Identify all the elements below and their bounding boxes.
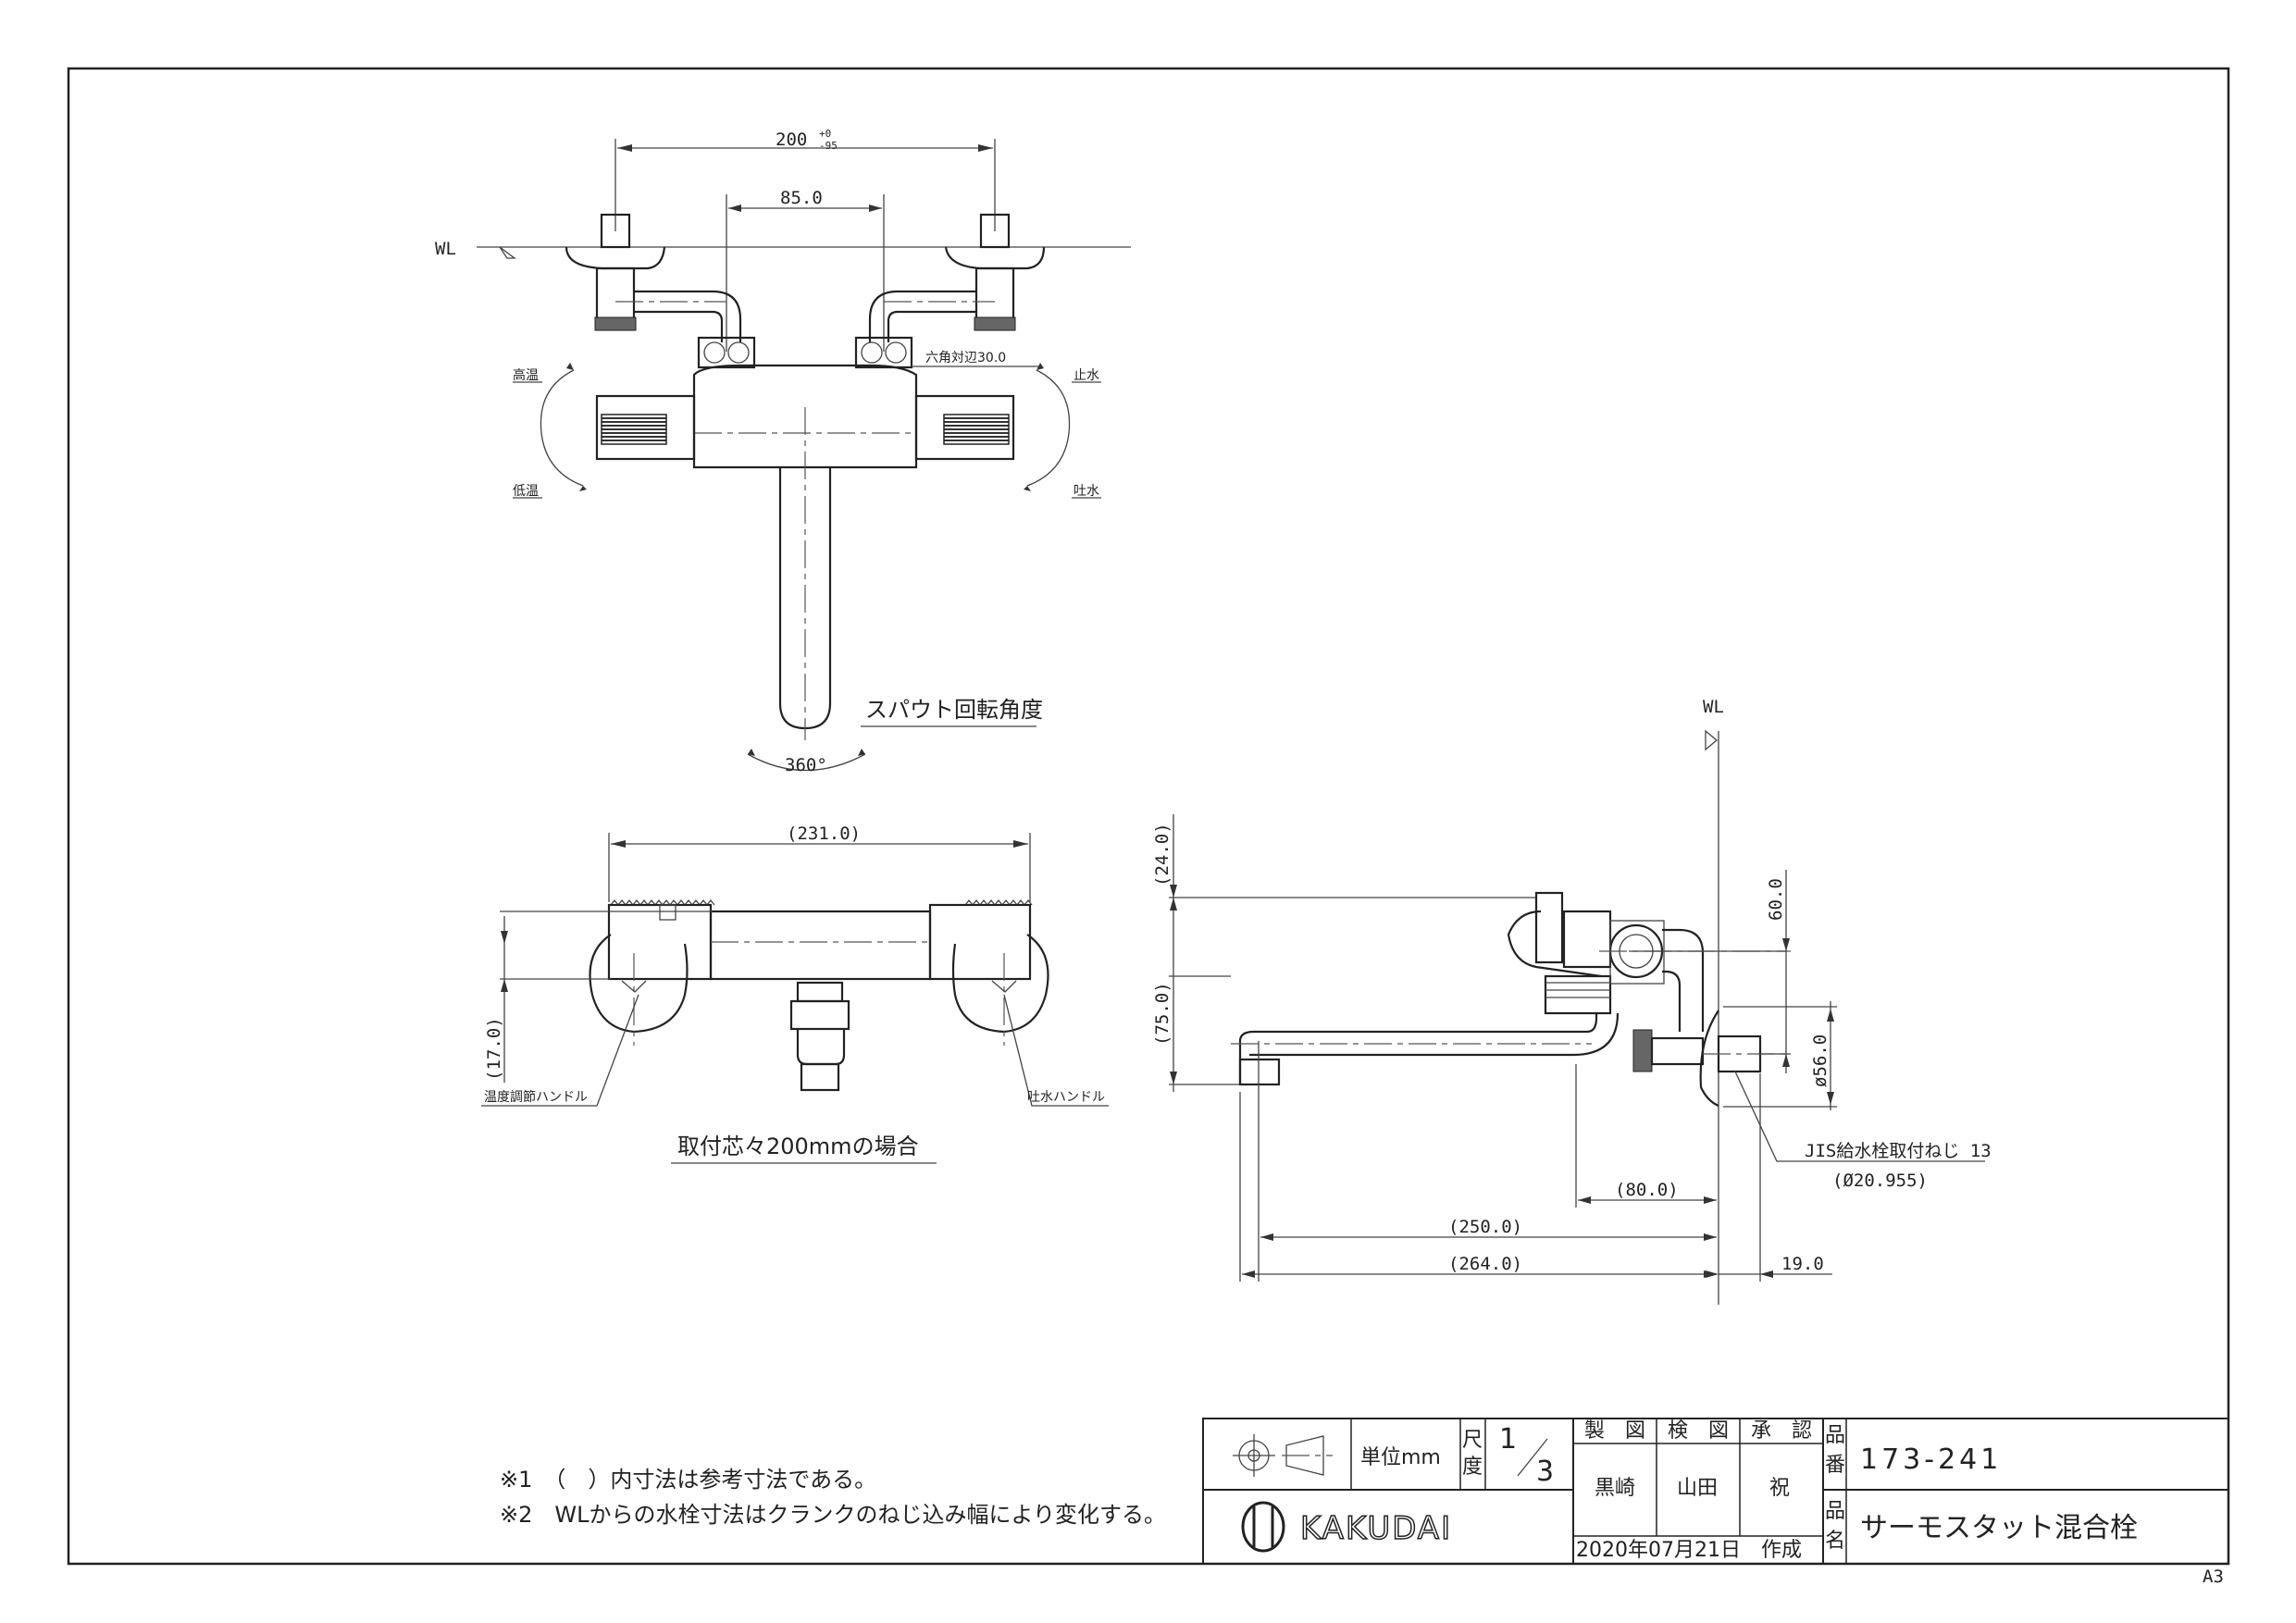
- right-rotation-arrow: [1026, 369, 1071, 487]
- label-stop: 止水: [1074, 368, 1099, 383]
- dim-250: (250.0): [1448, 1217, 1522, 1237]
- right-escutcheon: [944, 246, 1046, 270]
- left-crank: [634, 290, 742, 342]
- drawn-label: 製 図: [1584, 1419, 1645, 1443]
- outlet-top: [800, 1062, 840, 1092]
- label-high-temp: 高温: [513, 367, 539, 383]
- checked-label: 検 図: [1668, 1419, 1729, 1443]
- dim-85: 85.0: [780, 188, 823, 208]
- spout-rotation-label: スパウト回転角度: [865, 697, 1043, 723]
- scale-label-2: 度: [1462, 1456, 1483, 1479]
- flow-handle-front: [914, 394, 1015, 461]
- title-block: 単位mm 尺 度 1 3 製 図 検 図 承 認 黒崎 山田 祝 2020年07…: [1202, 1418, 2229, 1565]
- part-no-label-2: 番: [1825, 1454, 1845, 1477]
- spout-side: [1238, 1013, 1598, 1084]
- thread-dia: (Ø20.955): [1832, 1171, 1928, 1191]
- dim-75: (75.0): [1152, 982, 1173, 1046]
- scale-label-1: 尺: [1462, 1429, 1483, 1452]
- part-no-label-1: 品: [1825, 1424, 1845, 1447]
- angle-360: 360°: [785, 755, 827, 775]
- top-view-caption: 取付芯々200mmの場合: [677, 1134, 919, 1159]
- left-rotation-arrow: [540, 369, 584, 487]
- name-label-2: 名: [1825, 1530, 1845, 1553]
- date: 2020年07月21日 作成: [1576, 1539, 1802, 1562]
- kakudai-logo: KAKUDAI: [1241, 1501, 1452, 1553]
- right-crank: [868, 290, 976, 342]
- note-1: ※1 （ ）内寸法は参考寸法である。: [500, 1467, 876, 1493]
- escutcheon-side: [1699, 1010, 1719, 1108]
- sheet-border: [67, 67, 2230, 1566]
- company-name: KAKUDAI: [1300, 1510, 1452, 1547]
- left-inlet: [600, 213, 631, 249]
- drawn-by: 黒崎: [1595, 1477, 1635, 1500]
- left-escutcheon: [565, 246, 666, 270]
- label-low-temp: 低温: [513, 484, 539, 499]
- flow-handle-label: 吐水ハンドル: [1027, 1090, 1105, 1105]
- approved-by: 祝: [1769, 1477, 1790, 1500]
- wl-label-front: WL: [435, 239, 456, 259]
- projection-symbol-icon: [1233, 1434, 1333, 1477]
- crank-side: [1662, 928, 1705, 1032]
- dim-60: 60.0: [1766, 878, 1786, 921]
- left-hex-nut: [697, 336, 756, 369]
- unit-label: 単位mm: [1360, 1446, 1441, 1469]
- dim-200-tol-lower: -95: [819, 140, 838, 152]
- dim-80: (80.0): [1615, 1180, 1679, 1200]
- temperature-handle-front: [595, 394, 696, 461]
- paper-size: A3: [2203, 1567, 2224, 1587]
- dim-231: (231.0): [787, 824, 861, 844]
- thermostat-body: [692, 364, 918, 469]
- scale-num: 1: [1499, 1423, 1517, 1456]
- dim-264: (264.0): [1448, 1254, 1522, 1274]
- approved-label: 承 認: [1751, 1419, 1812, 1443]
- spout-rotation-arc: [747, 753, 866, 772]
- right-escutcheon-top: [951, 934, 1049, 1034]
- right-hex-nut: [854, 336, 913, 369]
- temperature-handle-label: 温度調節ハンドル: [484, 1089, 588, 1105]
- body-top: [709, 910, 932, 981]
- dim-17: (17.0): [484, 1017, 504, 1081]
- dim-200: 200: [776, 130, 807, 150]
- dim-200-tol-upper: +0: [819, 128, 831, 140]
- label-spout: 吐水: [1074, 484, 1099, 499]
- product-name: サーモスタット混合栓: [1860, 1512, 2138, 1544]
- thread-label: JIS給水栓取付ねじ 13: [1805, 1141, 1992, 1161]
- wl-label-side: WL: [1703, 697, 1724, 717]
- side-view: WL (24.0) (75.0): [1152, 697, 1992, 1305]
- flow-handle-top: [928, 903, 1032, 981]
- wl-triangle-front: [499, 246, 516, 259]
- note-2: ※2 WLからの水栓寸法はクランクのねじ込み幅により変化する。: [500, 1502, 1166, 1528]
- scale-den: 3: [1536, 1456, 1554, 1488]
- dim-24: (24.0): [1152, 823, 1173, 886]
- part-no: 173-241: [1860, 1443, 2002, 1476]
- dim-19: 19.0: [1781, 1254, 1824, 1274]
- right-inlet: [979, 213, 1011, 249]
- thread-ring: [1632, 1029, 1653, 1072]
- left-escutcheon-top: [589, 934, 689, 1034]
- hex-label: 六角対辺30.0: [925, 351, 1006, 365]
- name-label-1: 品: [1825, 1500, 1845, 1523]
- checked-by: 山田: [1677, 1477, 1718, 1500]
- top-view: (231.0) (17.0) 温度調節ハンドル 吐水ハンドル 取付芯々200: [481, 824, 1109, 1164]
- body-side: [1507, 910, 1602, 978]
- front-view: WL 200 +0 -95 85.0: [435, 128, 1131, 775]
- dim-56: ø56.0: [1810, 1035, 1831, 1087]
- outlet-nut: [796, 981, 844, 1003]
